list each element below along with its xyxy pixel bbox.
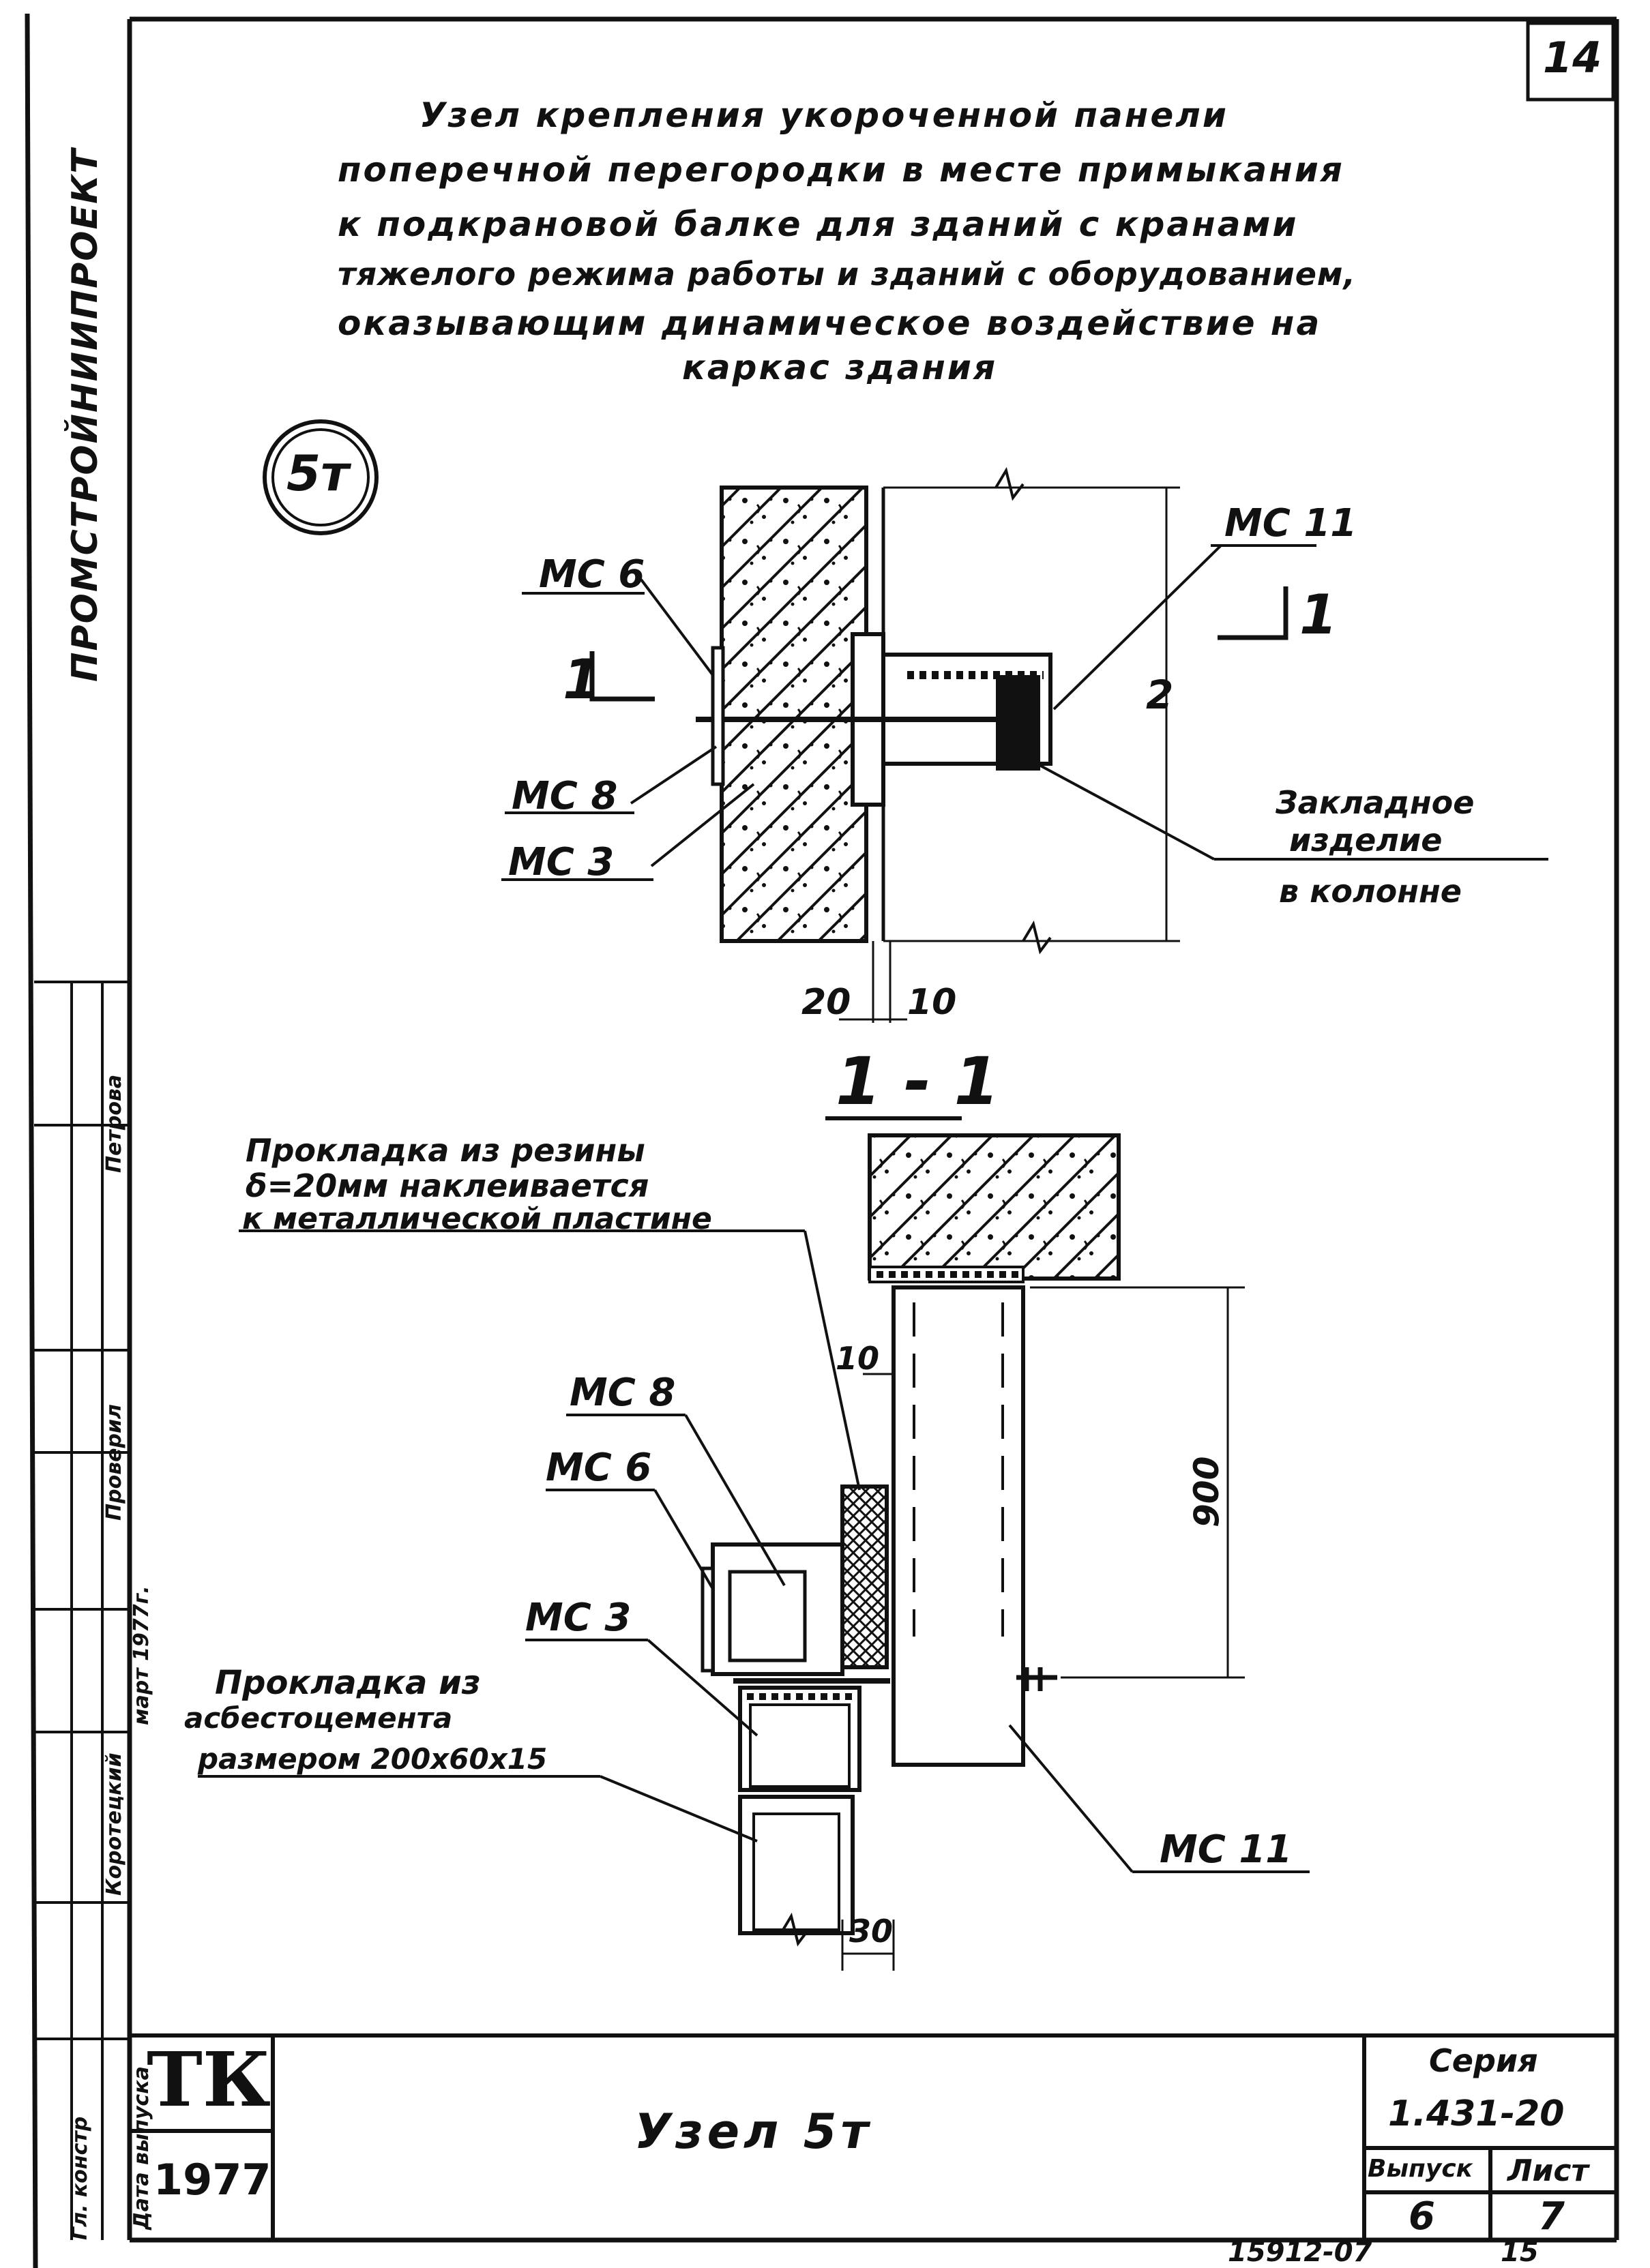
section-marker-left: 1: [563, 648, 601, 711]
series-value: 1.431-20: [1388, 2093, 1565, 2134]
plan-label-mc3: МС 3: [508, 840, 615, 884]
plan-dim-10: 10: [907, 982, 957, 1023]
sheet-value: 7: [1538, 2194, 1565, 2239]
title-line-2: поперечной перегородки в месте примыкани…: [338, 150, 1344, 190]
embedded-item-line-3: в колонне: [1279, 873, 1462, 910]
plan-dim-2: 2: [1146, 672, 1174, 718]
sheet-label: Лист: [1507, 2153, 1589, 2188]
asbestos-note-line-1: Прокладка из: [215, 1664, 481, 1702]
section-title: 1 - 1: [836, 1043, 1000, 1120]
rubber-note-line-1: Прокладка из резины: [246, 1132, 645, 1169]
sheet-number: 14: [1543, 33, 1602, 83]
footer-page: 15: [1501, 2237, 1539, 2268]
series-label: Серия: [1429, 2042, 1538, 2079]
asbestos-note-line-2: асбестоцемента: [184, 1701, 453, 1735]
title-line-6: каркас здания: [682, 348, 998, 387]
title-block-frame: [130, 2033, 1617, 2240]
section-label-mc3: МС 3: [525, 1596, 632, 1640]
issue-label: Выпуск: [1368, 2155, 1473, 2183]
section-label-mc6: МС 6: [546, 1446, 652, 1490]
side-role-3: Проверил: [102, 1404, 126, 1521]
plan-label-mc8: МС 8: [512, 774, 618, 818]
title-block-name: Узел 5т: [634, 2104, 873, 2160]
title-line-1: Узел крепления укороченной панели: [419, 95, 1228, 135]
title-block-year: 1977: [153, 2155, 271, 2205]
section-marker-right: 1: [1299, 583, 1338, 646]
plan-view: [501, 466, 1548, 1023]
side-date-value: март 1977г.: [130, 1585, 153, 1725]
title-line-4: тяжелого режима работы и зданий с оборуд…: [338, 256, 1357, 293]
side-role-1: Гл. констр: [68, 2116, 92, 2240]
node-badge-circle: [263, 419, 379, 535]
side-role-2: Коротецкий: [102, 1752, 126, 1896]
plan-label-mc11: МС 11: [1224, 501, 1357, 546]
side-role-4: Петрова: [102, 1074, 126, 1173]
rubber-note-line-3: к металлической пластине: [242, 1202, 712, 1236]
section-dim-10: 10: [836, 1340, 880, 1377]
embedded-item-line-2: изделие: [1289, 822, 1443, 859]
embedded-item-line-1: Закладное: [1276, 784, 1475, 821]
section-label-mc8: МС 8: [570, 1371, 676, 1415]
plan-dim-20: 20: [801, 982, 851, 1023]
node-badge-label: 5т: [286, 445, 349, 502]
asbestos-note-line-3: размером 200х60х15: [198, 1742, 548, 1776]
issue-value: 6: [1409, 2194, 1435, 2239]
section-dim-30: 30: [849, 1913, 894, 1950]
title-line-3: к подкрановой балке для зданий с кранами: [338, 205, 1299, 244]
plan-label-mc6: МС 6: [539, 552, 645, 597]
footer-code: 15912-07: [1228, 2237, 1372, 2268]
side-org-name: ПРОМСТРОЙНИИПРОЕКТ: [65, 148, 106, 682]
rubber-note-line-2: δ=20мм наклеивается: [246, 1167, 649, 1204]
section-dim-900: 900: [1187, 1456, 1226, 1527]
section-view: [198, 1116, 1310, 1971]
sheet-frame: [25, 13, 1619, 2268]
tk-logo: ТК: [147, 2035, 271, 2123]
section-label-mc11: МС 11: [1160, 1827, 1293, 1872]
title-line-5: оказывающим динамическое воздействие на: [338, 303, 1322, 343]
